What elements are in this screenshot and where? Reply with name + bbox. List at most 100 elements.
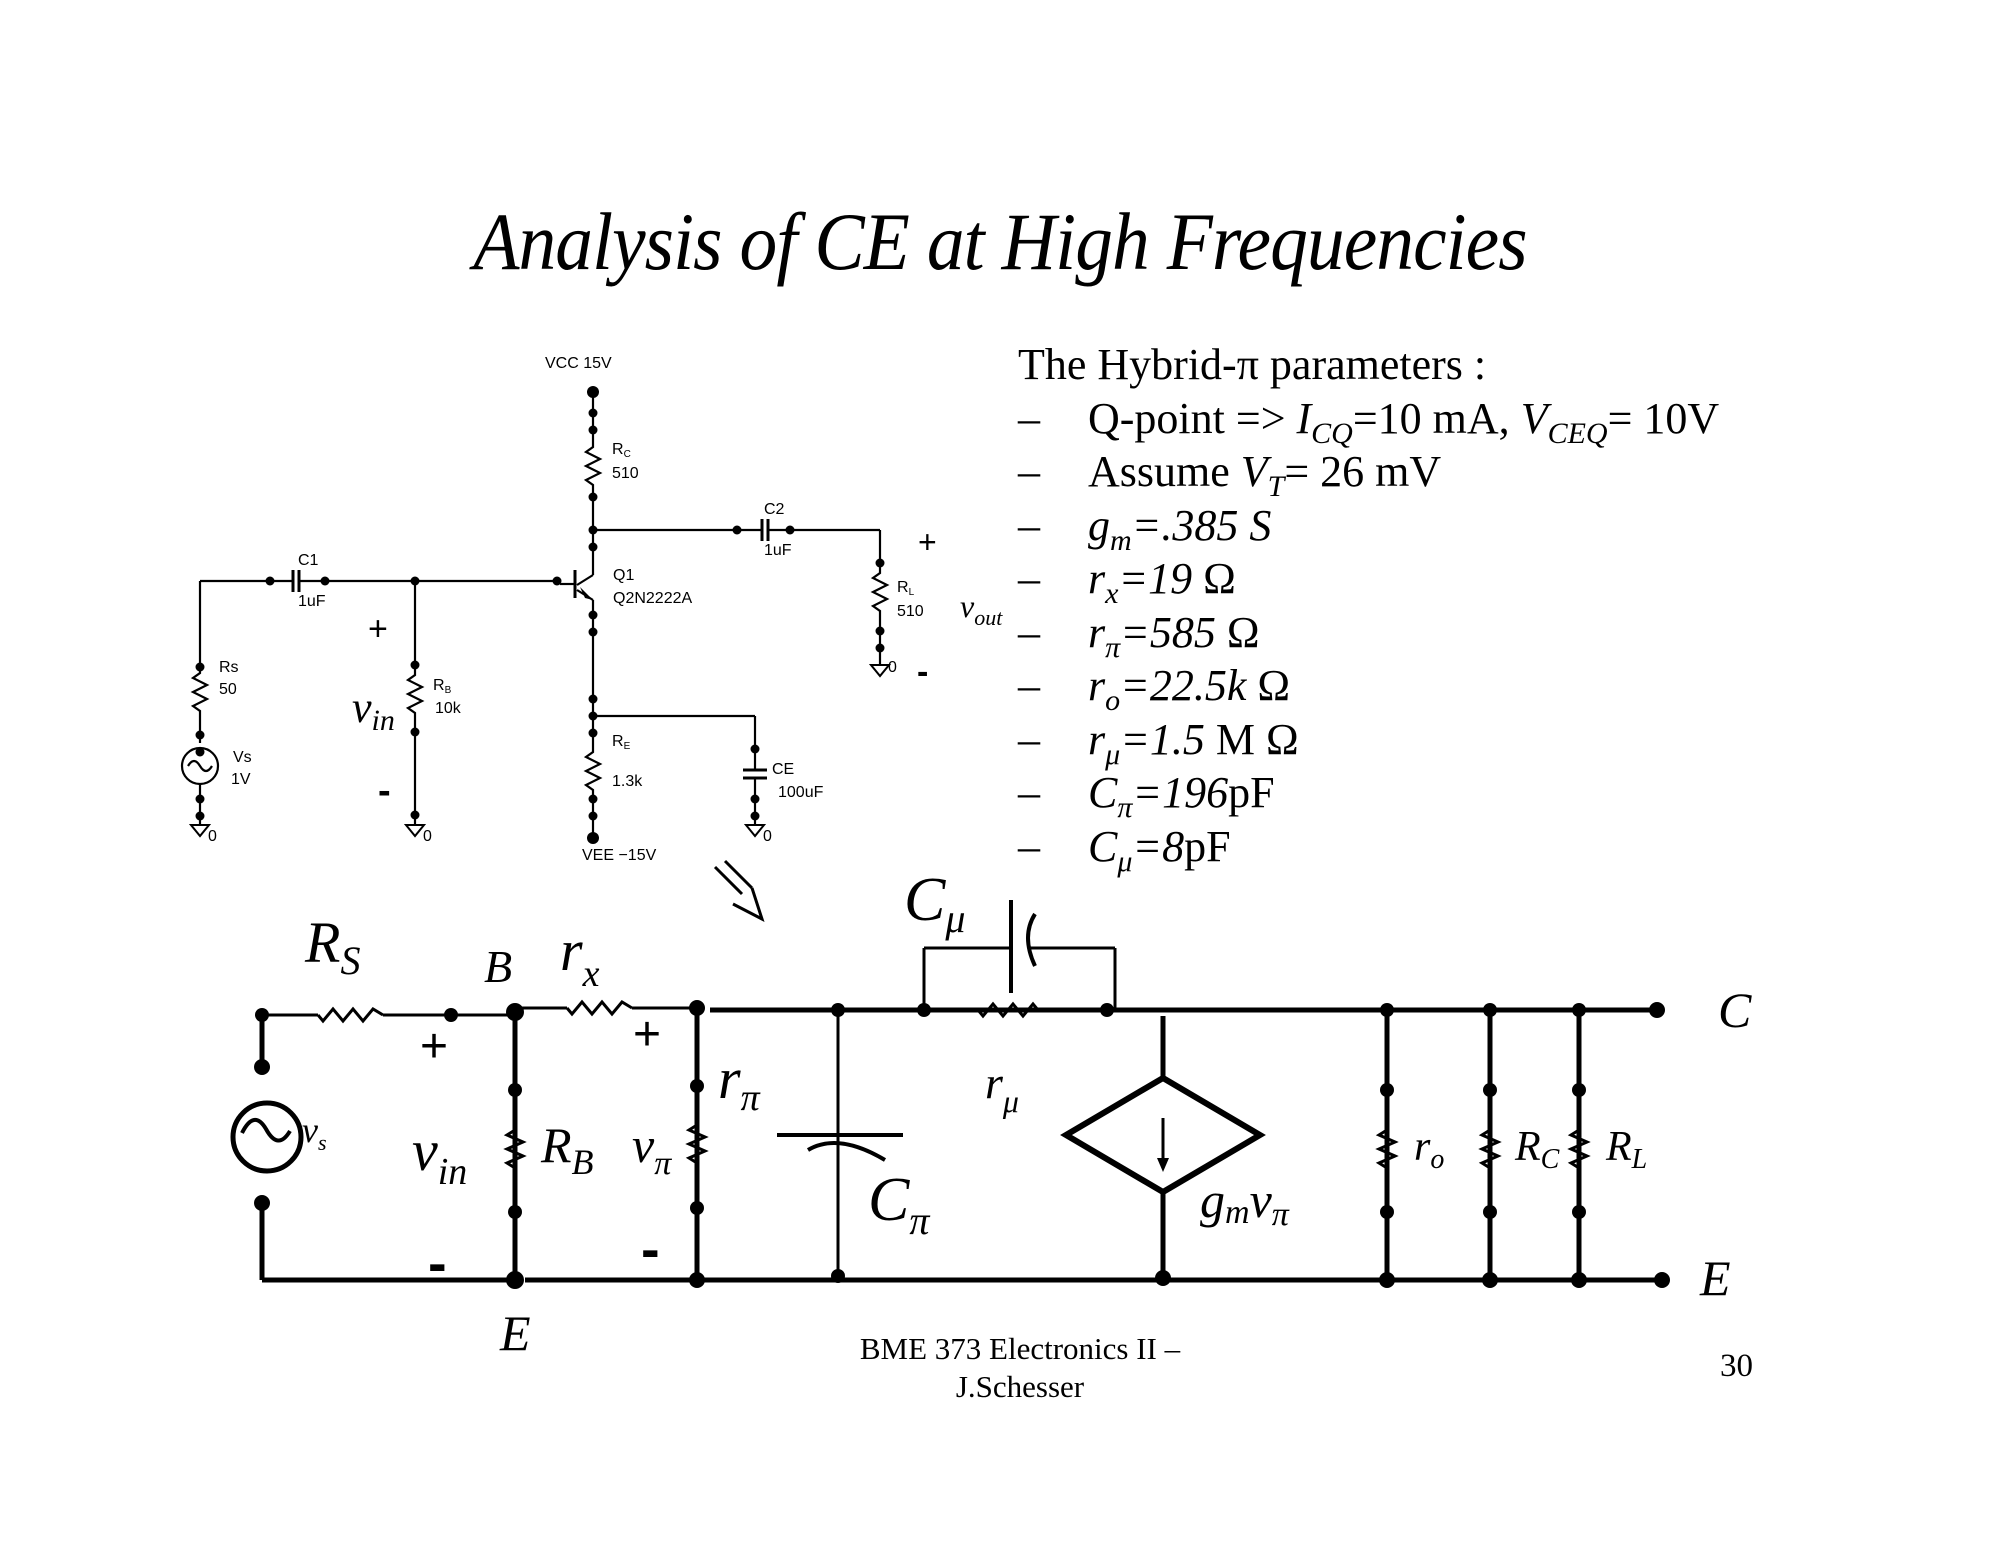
param-unit: Ω [1215,607,1260,657]
param-symbol: I [1296,393,1312,443]
parameter-item: –ro=22.5k Ω [1018,659,1719,716]
param-prefix: Q-point => [1088,393,1297,443]
slide-footer: BME 373 Electronics II – J.Schesser [780,1330,1260,1406]
param-symbol: r [1088,714,1106,764]
transform-arrow-icon [713,859,765,923]
slide-title: Analysis of CE at High Frequencies [473,196,1527,287]
hybrid-pi-parameters: The Hybrid-π parameters : –Q-point => IC… [1018,338,1719,877]
q1-part: Q2N2222A [613,590,692,607]
cpi-model-label: C [868,1166,910,1234]
cmu-capacitor [1026,912,1037,967]
param-value: =585 [1120,607,1216,657]
param-subscript: T [1267,470,1285,503]
vin-plus: + [420,1020,448,1073]
rs-model-label: R [304,910,340,975]
param-unit: Ω [1192,554,1236,603]
vs-model-label: v [302,1110,318,1150]
vout-minus: - [917,653,928,691]
vs-value: 1V [231,771,251,788]
rc-label: RC [612,441,631,460]
page-number: 30 [1720,1348,1753,1384]
param-unit: pF [1184,821,1231,871]
param-symbol: V [1520,393,1548,443]
parameter-text: rπ=585 Ω [1088,606,1260,663]
bullet-dash: – [1018,607,1040,657]
bullet-dash: – [1018,554,1040,603]
rx-resistor [565,999,633,1017]
param-subscript: CEQ [1547,416,1608,450]
vin-minus: - [378,770,391,812]
q1-label: Q1 [613,567,634,584]
svg-text:rπ: rπ [718,1046,761,1119]
param-symbol: g [1088,500,1110,550]
vs-source-icon [230,1100,304,1174]
svg-text:vs: vs [302,1110,327,1155]
parameter-text: gm=.385 S [1088,499,1271,556]
rx-model-label: r [560,918,583,983]
svg-text:Cπ: Cπ [868,1166,930,1243]
rc-resistor [583,437,603,494]
param-value: =19 [1118,554,1193,603]
vee-label: VEE −15V [582,847,657,864]
rb-value: 10k [435,700,462,717]
rc-model-label: R [1514,1124,1541,1170]
param-subscript: x [1105,577,1119,610]
param-subscript: π [1117,791,1133,824]
rb-resistor [405,664,425,732]
svg-text:Cμ: Cμ [904,866,965,941]
parameter-text: rx=19 Ω [1088,552,1236,609]
rb-resistor [503,1125,527,1173]
bullet-dash: – [1018,768,1040,817]
param-prefix: Assume [1088,447,1241,496]
svg-text:gmvπ: gmvπ [1200,1172,1290,1233]
rl-model-label: R [1605,1124,1632,1170]
footer-author: J.Schesser [955,1369,1085,1404]
vcc-label: VCC 15V [545,355,612,372]
ground-icon [868,664,892,678]
rs-value: 50 [219,681,237,698]
model-nodes [254,1000,1670,1289]
vpi-minus: - [641,1217,660,1280]
rb-label: R [433,677,445,694]
parameter-item: –rx=19 Ω [1018,552,1719,609]
parameters-heading: The Hybrid-π parameters : [1018,340,1487,389]
rs-label: Rs [219,659,239,676]
param-unit: M Ω [1204,714,1299,764]
parameter-item: –rπ=585 Ω [1018,606,1719,663]
ground-symbols [188,664,892,838]
c2-label: C2 [764,501,785,518]
footer-course: BME 373 Electronics II – [859,1331,1181,1366]
svg-text:RB: RB [540,1117,594,1182]
gnd-label: 0 [423,828,432,845]
gm-vpi-label: g [1200,1172,1225,1228]
param-subscript: m [1110,523,1132,557]
emitter-arrow-icon [580,587,593,600]
param-unit: pF [1228,768,1275,817]
svg-text:rμ: rμ [985,1057,1019,1119]
bullet-dash: – [1018,661,1040,710]
param-value: =8 [1132,821,1185,871]
param-middle: =10 mA, [1352,393,1521,443]
parameter-item: –Cπ=196pF [1018,766,1719,823]
param-symbol: r [1088,661,1106,710]
param-subscript: CQ [1311,416,1353,450]
svg-text:RS: RS [304,910,360,983]
parameter-item: –rμ=1.5 M Ω [1018,713,1719,770]
node-e-label-bottom: E [499,1305,531,1361]
node-b-label: B [484,941,512,992]
rl-value: 510 [897,603,924,620]
svg-text:RB: RB [433,677,452,696]
param-unit: Ω [1246,661,1291,710]
rl-label: R [897,579,909,596]
parameter-item: –gm=.385 S [1018,499,1719,556]
vout-label: v [960,588,975,624]
ce-label: CE [772,761,794,778]
parameter-text: Assume VT= 26 mV [1088,445,1441,502]
parameter-list: –Q-point => ICQ=10 mA, VCEQ= 10V–Assume … [1018,392,1719,877]
parameter-text: rμ=1.5 M Ω [1088,713,1299,770]
param-value: =196 [1132,768,1229,817]
vpi-model-label: v [632,1117,655,1173]
vin-model-label: v [412,1118,438,1183]
param-symbol: V [1240,447,1268,496]
